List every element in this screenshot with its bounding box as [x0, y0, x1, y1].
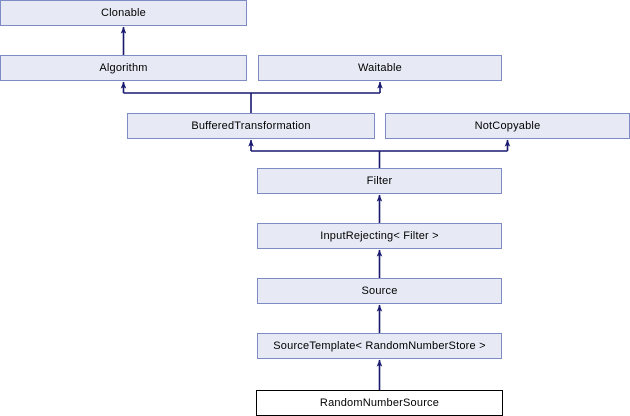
class-node-algorithm[interactable]: Algorithm — [0, 55, 247, 81]
class-node-filter[interactable]: Filter — [257, 168, 502, 194]
class-node-inputrejecting[interactable]: InputRejecting< Filter > — [257, 223, 502, 249]
class-node-label: NotCopyable — [474, 119, 541, 132]
class-node-label: Algorithm — [99, 61, 148, 74]
class-node-sourcetemplate[interactable]: SourceTemplate< RandomNumberStore > — [257, 333, 502, 359]
class-node-label: RandomNumberSource — [319, 396, 440, 409]
class-node-notcopyable[interactable]: NotCopyable — [385, 113, 630, 139]
class-node-label: Filter — [366, 174, 393, 187]
class-node-label: Clonable — [100, 6, 147, 19]
class-node-randomnumbersource[interactable]: RandomNumberSource — [256, 390, 503, 416]
class-node-clonable[interactable]: Clonable — [0, 0, 247, 26]
class-node-label: Waitable — [358, 61, 402, 74]
class-node-label: BufferedTransformation — [191, 119, 311, 132]
class-node-label: InputRejecting< Filter > — [320, 229, 439, 242]
class-node-bufferedtransformation[interactable]: BufferedTransformation — [127, 113, 375, 139]
class-node-source[interactable]: Source — [257, 278, 502, 304]
class-node-waitable[interactable]: Waitable — [258, 55, 502, 81]
class-node-label: SourceTemplate< RandomNumberStore > — [273, 339, 486, 352]
class-node-label: Source — [361, 284, 398, 297]
